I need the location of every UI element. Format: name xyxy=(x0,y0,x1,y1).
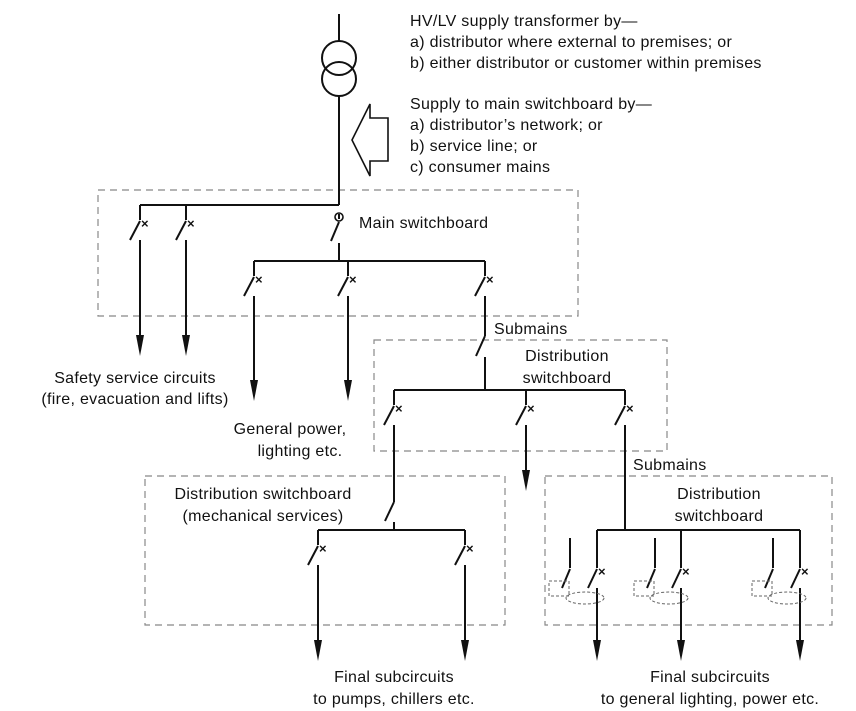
distribution-switchboard-circuitry xyxy=(383,335,626,530)
arrow-down-icon xyxy=(136,335,144,356)
safety-circuits-label: (fire, evacuation and lifts) xyxy=(41,391,228,408)
distribution-switchboard-2-label: Distribution xyxy=(677,486,761,503)
distribution-switchboard-label: Distribution xyxy=(525,348,609,365)
breaker-mark: × xyxy=(682,564,690,579)
arrow-down-icon xyxy=(677,640,685,661)
final-subcircuits-pumps-label: to pumps, chillers etc. xyxy=(313,691,475,708)
supply-arrow-icon xyxy=(351,103,389,177)
supply-note-line: b) service line; or xyxy=(410,138,538,155)
safety-circuits-label: Safety service circuits xyxy=(54,370,216,387)
arrow-down-icon xyxy=(522,470,530,491)
final-subcircuits-general-label: Final subcircuits xyxy=(650,669,770,686)
breaker-mark: × xyxy=(527,401,535,416)
breaker-mark: × xyxy=(349,272,357,287)
arrow-down-icon xyxy=(250,380,258,401)
main-switchboard-circuitry xyxy=(129,204,486,380)
distribution-switchboard-enclosure xyxy=(373,339,668,452)
distribution-switchboard-2-label: switchboard xyxy=(675,508,764,525)
supply-note-line: a) distributor’s network; or xyxy=(410,117,603,134)
breaker-mark: × xyxy=(801,564,809,579)
transformer-note-line: b) either distributor or customer within… xyxy=(410,55,762,72)
mechanical-switchboard-enclosure xyxy=(144,475,506,626)
submains-label-2: Submains xyxy=(633,457,707,474)
arrow-down-icon xyxy=(593,640,601,661)
arrow-down-icon xyxy=(461,640,469,661)
transformer-note-line: a) distributor where external to premise… xyxy=(410,34,732,51)
general-power-label: General power, xyxy=(234,421,347,438)
supply-note-line: c) consumer mains xyxy=(410,159,550,176)
breaker-mark: × xyxy=(486,272,494,287)
supply-note-line: Supply to main switchboard by— xyxy=(410,96,652,113)
breaker-mark: × xyxy=(187,216,195,231)
breaker-mark: × xyxy=(395,401,403,416)
breaker-mark: × xyxy=(466,541,474,556)
breaker-mark: × xyxy=(626,401,634,416)
breaker-marks: × × × × × × × × × × × × × xyxy=(141,216,809,579)
mechanical-switchboard-label: Distribution switchboard xyxy=(174,486,351,503)
distribution-switchboard-2-enclosure xyxy=(544,475,833,626)
arrow-down-icon xyxy=(796,640,804,661)
breaker-mark: × xyxy=(141,216,149,231)
mechanical-switchboard-label: (mechanical services) xyxy=(182,508,343,525)
transformer-note-line: HV/LV supply transformer by— xyxy=(410,13,638,30)
mechanical-switchboard-circuitry xyxy=(307,501,466,640)
final-subcircuits-general-label: to general lighting, power etc. xyxy=(601,691,819,708)
arrow-down-icon xyxy=(182,335,190,356)
transformer-note: HV/LV supply transformer by— a) distribu… xyxy=(410,13,762,72)
main-switchboard-label: Main switchboard xyxy=(359,215,488,232)
breaker-mark: × xyxy=(255,272,263,287)
arrow-down-icon xyxy=(344,380,352,401)
circuit-arrowheads xyxy=(136,335,804,661)
breaker-mark: × xyxy=(598,564,606,579)
supply-note: Supply to main switchboard by— a) distri… xyxy=(410,96,652,176)
supply-transformer xyxy=(321,14,357,205)
distribution-switchboard-2-circuitry xyxy=(548,529,807,640)
distribution-switchboard-label: switchboard xyxy=(523,370,612,387)
final-subcircuits-pumps-label: Final subcircuits xyxy=(334,669,454,686)
submains-label: Submains xyxy=(494,321,568,338)
general-power-label: lighting etc. xyxy=(258,443,343,460)
breaker-mark: × xyxy=(319,541,327,556)
arrow-down-icon xyxy=(314,640,322,661)
